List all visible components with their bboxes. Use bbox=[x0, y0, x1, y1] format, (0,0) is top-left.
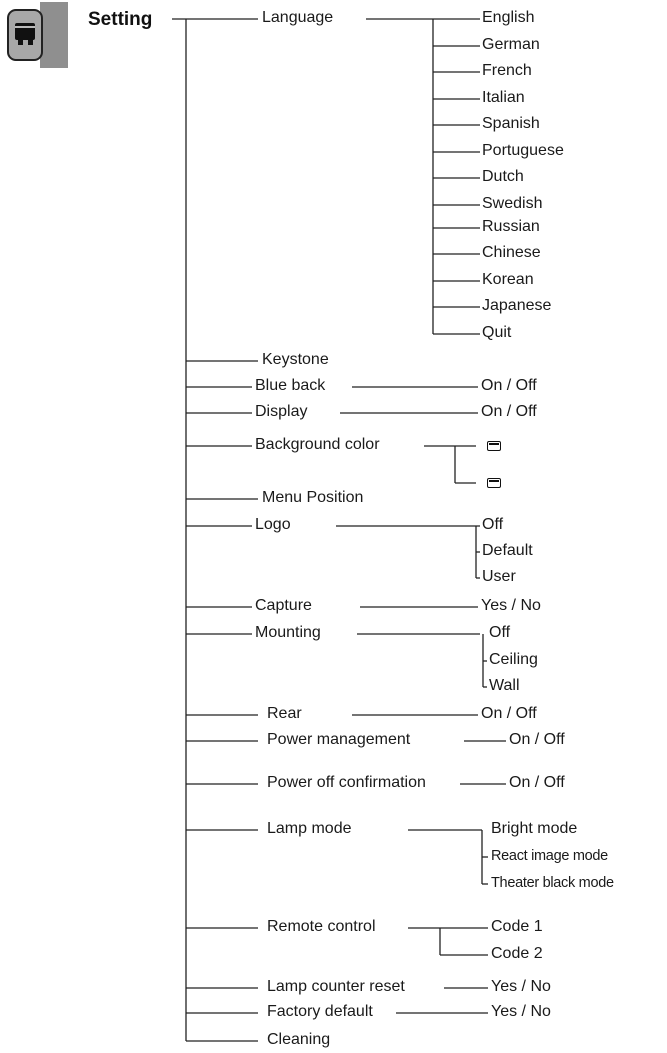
menu-item-language[interactable]: Language bbox=[262, 9, 334, 26]
black-swatch-icon[interactable] bbox=[487, 478, 501, 488]
power-management-value[interactable]: On / Off bbox=[509, 731, 565, 748]
page-title: Setting bbox=[88, 9, 153, 30]
menu-item-menu-position[interactable]: Menu Position bbox=[262, 489, 364, 506]
rear-value[interactable]: On / Off bbox=[481, 705, 537, 722]
language-option-korean[interactable]: Korean bbox=[482, 271, 534, 288]
display-value[interactable]: On / Off bbox=[481, 403, 537, 420]
language-option-portuguese[interactable]: Portuguese bbox=[482, 142, 564, 159]
language-option-japanese[interactable]: Japanese bbox=[482, 297, 552, 314]
menu-item-display[interactable]: Display bbox=[255, 403, 308, 420]
menu-item-mounting[interactable]: Mounting bbox=[255, 624, 321, 641]
setting-icon bbox=[6, 2, 68, 68]
language-option-swedish[interactable]: Swedish bbox=[482, 195, 543, 212]
menu-item-cleaning[interactable]: Cleaning bbox=[267, 1031, 331, 1048]
language-option-dutch[interactable]: Dutch bbox=[482, 168, 524, 185]
blue-back-value[interactable]: On / Off bbox=[481, 377, 537, 394]
mounting-option-ceiling[interactable]: Ceiling bbox=[489, 651, 538, 668]
capture-value[interactable]: Yes / No bbox=[481, 597, 541, 614]
language-option-chinese[interactable]: Chinese bbox=[482, 244, 541, 261]
menu-item-lamp-counter-reset[interactable]: Lamp counter reset bbox=[267, 978, 405, 995]
blue-swatch-icon[interactable] bbox=[487, 441, 501, 451]
mounting-option-wall[interactable]: Wall bbox=[489, 677, 520, 694]
lamp-counter-reset-value[interactable]: Yes / No bbox=[491, 978, 551, 995]
menu-item-background-color[interactable]: Background color bbox=[255, 436, 380, 453]
language-option-english[interactable]: English bbox=[482, 9, 535, 26]
menu-item-capture[interactable]: Capture bbox=[255, 597, 312, 614]
mounting-option-off[interactable]: Off bbox=[489, 624, 511, 641]
lamp-mode-option-bright[interactable]: Bright mode bbox=[491, 820, 578, 837]
menu-item-power-off-confirmation[interactable]: Power off confirmation bbox=[267, 774, 426, 791]
lamp-mode-option-react-image[interactable]: React image mode bbox=[491, 848, 608, 864]
language-option-german[interactable]: German bbox=[482, 36, 540, 53]
menu-item-rear[interactable]: Rear bbox=[267, 705, 302, 722]
factory-default-value[interactable]: Yes / No bbox=[491, 1003, 551, 1020]
language-option-quit[interactable]: Quit bbox=[482, 324, 512, 341]
menu-item-factory-default[interactable]: Factory default bbox=[267, 1003, 373, 1020]
language-option-russian[interactable]: Russian bbox=[482, 218, 540, 235]
menu-item-lamp-mode[interactable]: Lamp mode bbox=[267, 820, 352, 837]
remote-control-option-code-2[interactable]: Code 2 bbox=[491, 945, 543, 962]
menu-item-blue-back[interactable]: Blue back bbox=[255, 377, 326, 394]
language-option-spanish[interactable]: Spanish bbox=[482, 115, 540, 132]
logo-option-off[interactable]: Off bbox=[482, 516, 504, 533]
menu-item-remote-control[interactable]: Remote control bbox=[267, 918, 376, 935]
logo-option-user[interactable]: User bbox=[482, 568, 516, 585]
language-option-italian[interactable]: Italian bbox=[482, 89, 525, 106]
lamp-mode-option-theater-black[interactable]: Theater black mode bbox=[491, 875, 614, 891]
remote-control-option-code-1[interactable]: Code 1 bbox=[491, 918, 543, 935]
menu-item-power-management[interactable]: Power management bbox=[267, 731, 411, 748]
logo-option-default[interactable]: Default bbox=[482, 542, 533, 559]
language-option-french[interactable]: French bbox=[482, 62, 532, 79]
menu-item-keystone[interactable]: Keystone bbox=[262, 351, 329, 368]
menu-item-logo[interactable]: Logo bbox=[255, 516, 291, 533]
power-off-confirmation-value[interactable]: On / Off bbox=[509, 774, 565, 791]
